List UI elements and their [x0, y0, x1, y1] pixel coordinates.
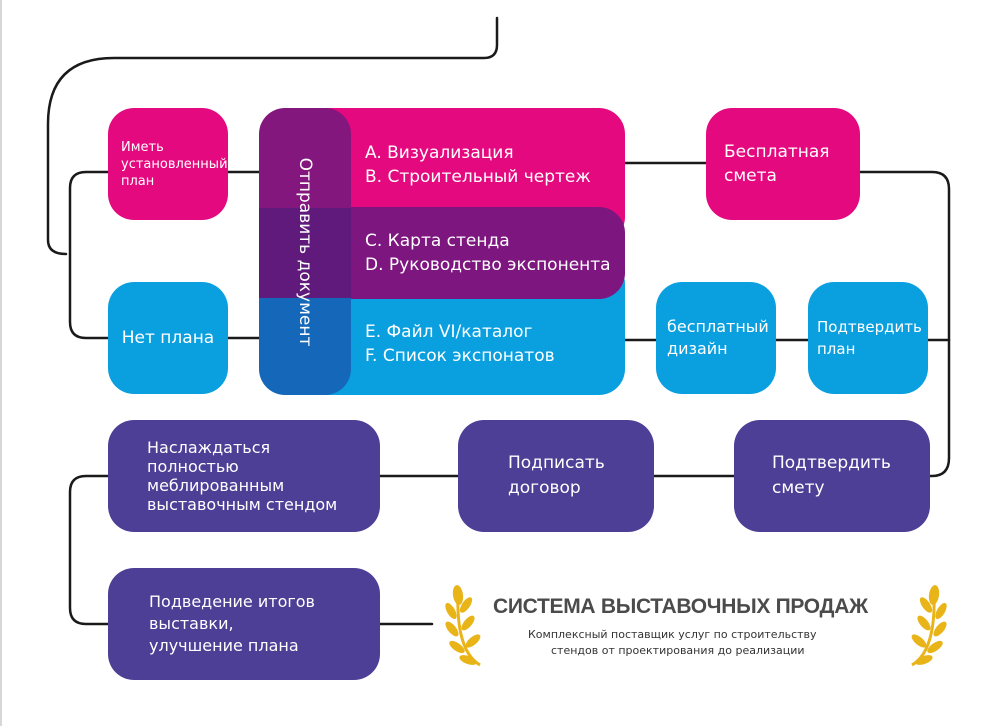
step-confirm-estimate-line2: смету: [772, 478, 825, 498]
step-summary-line3: улучшение плана: [149, 636, 299, 655]
doc-item-c: C. Карта стенда: [365, 231, 510, 251]
doc-item-e: E. Файл VI/каталог: [365, 322, 533, 342]
laurel-left-icon: [445, 585, 481, 667]
step-confirm-estimate-line1: Подтвердить: [772, 453, 891, 473]
step-no-plan-label: Нет плана: [121, 328, 215, 348]
step-enjoy-line2: полностью: [147, 457, 239, 476]
step-summary-line2: выставки,: [149, 614, 234, 633]
step-confirm-plan: Подтвердить план: [808, 282, 928, 394]
step-confirm-plan-line1: Подтвердить: [817, 318, 922, 336]
brand-title: СИСТЕМА ВЫСТАВОЧНЫХ ПРОДАЖ: [493, 595, 868, 618]
step-enjoy-line3: меблированным: [147, 476, 285, 495]
step-have-plan-line3: план: [121, 173, 155, 189]
connector-top-entry: [46, 16, 499, 256]
step-enjoy-line4: выставочным стендом: [147, 495, 338, 514]
doc-item-d: D. Руководство экспонента: [365, 255, 611, 275]
connector-right-loop: [858, 170, 951, 478]
doc-item-a: A. Визуализация: [365, 143, 514, 163]
step-have-plan: Иметь установленный план: [108, 108, 228, 220]
step-sign-line1: Подписать: [508, 453, 605, 473]
step-have-plan-line2: установленный: [121, 156, 228, 172]
docs-list-ab: A. Визуализация B. Строительный чертеж: [365, 141, 591, 189]
connector-enjoy-to-summary: [68, 474, 110, 626]
laurel-right-icon: [911, 585, 947, 667]
step-confirm-estimate: Подтвердить смету: [734, 420, 930, 532]
step-free-design-line2: дизайн: [667, 339, 728, 358]
step-enjoy-line1: Наслаждаться: [147, 438, 271, 457]
step-confirm-plan-line2: план: [817, 340, 856, 358]
step-free-design: бесплатный дизайн: [656, 282, 776, 394]
doc-item-f: F. Список экспонатов: [365, 346, 555, 366]
page-edge: [0, 0, 2, 726]
step-free-estimate: Бесплатная смета: [706, 108, 860, 220]
docs-list-cd: C. Карта стенда D. Руководство экспонент…: [365, 229, 611, 277]
docs-list-ef: E. Файл VI/каталог F. Список экспонатов: [365, 320, 555, 368]
step-summary: Подведение итогов выставки, улучшение пл…: [108, 568, 380, 680]
step-sign-contract: Подписать договор: [458, 420, 654, 532]
step-no-plan: Нет плана: [108, 282, 228, 394]
send-documents-label: Отправить документ: [295, 157, 315, 347]
step-have-plan-line1: Иметь: [121, 139, 164, 155]
brand-subtitle-line2: стендов от проектирования до реализации: [551, 644, 805, 657]
step-summary-line1: Подведение итогов: [149, 592, 315, 611]
step-free-design-line1: бесплатный: [667, 317, 769, 336]
step-free-estimate-line2: смета: [724, 166, 777, 186]
send-documents-strip: [259, 108, 351, 395]
brand-subtitle-line1: Комплексный поставщик услуг по строитель…: [528, 628, 817, 641]
step-enjoy-stand: Наслаждаться полностью меблированным выс…: [108, 420, 380, 532]
step-sign-line2: договор: [508, 478, 581, 498]
connector-left-loop: [68, 170, 110, 340]
doc-item-b: B. Строительный чертеж: [365, 167, 591, 187]
step-free-estimate-line1: Бесплатная: [724, 142, 830, 162]
